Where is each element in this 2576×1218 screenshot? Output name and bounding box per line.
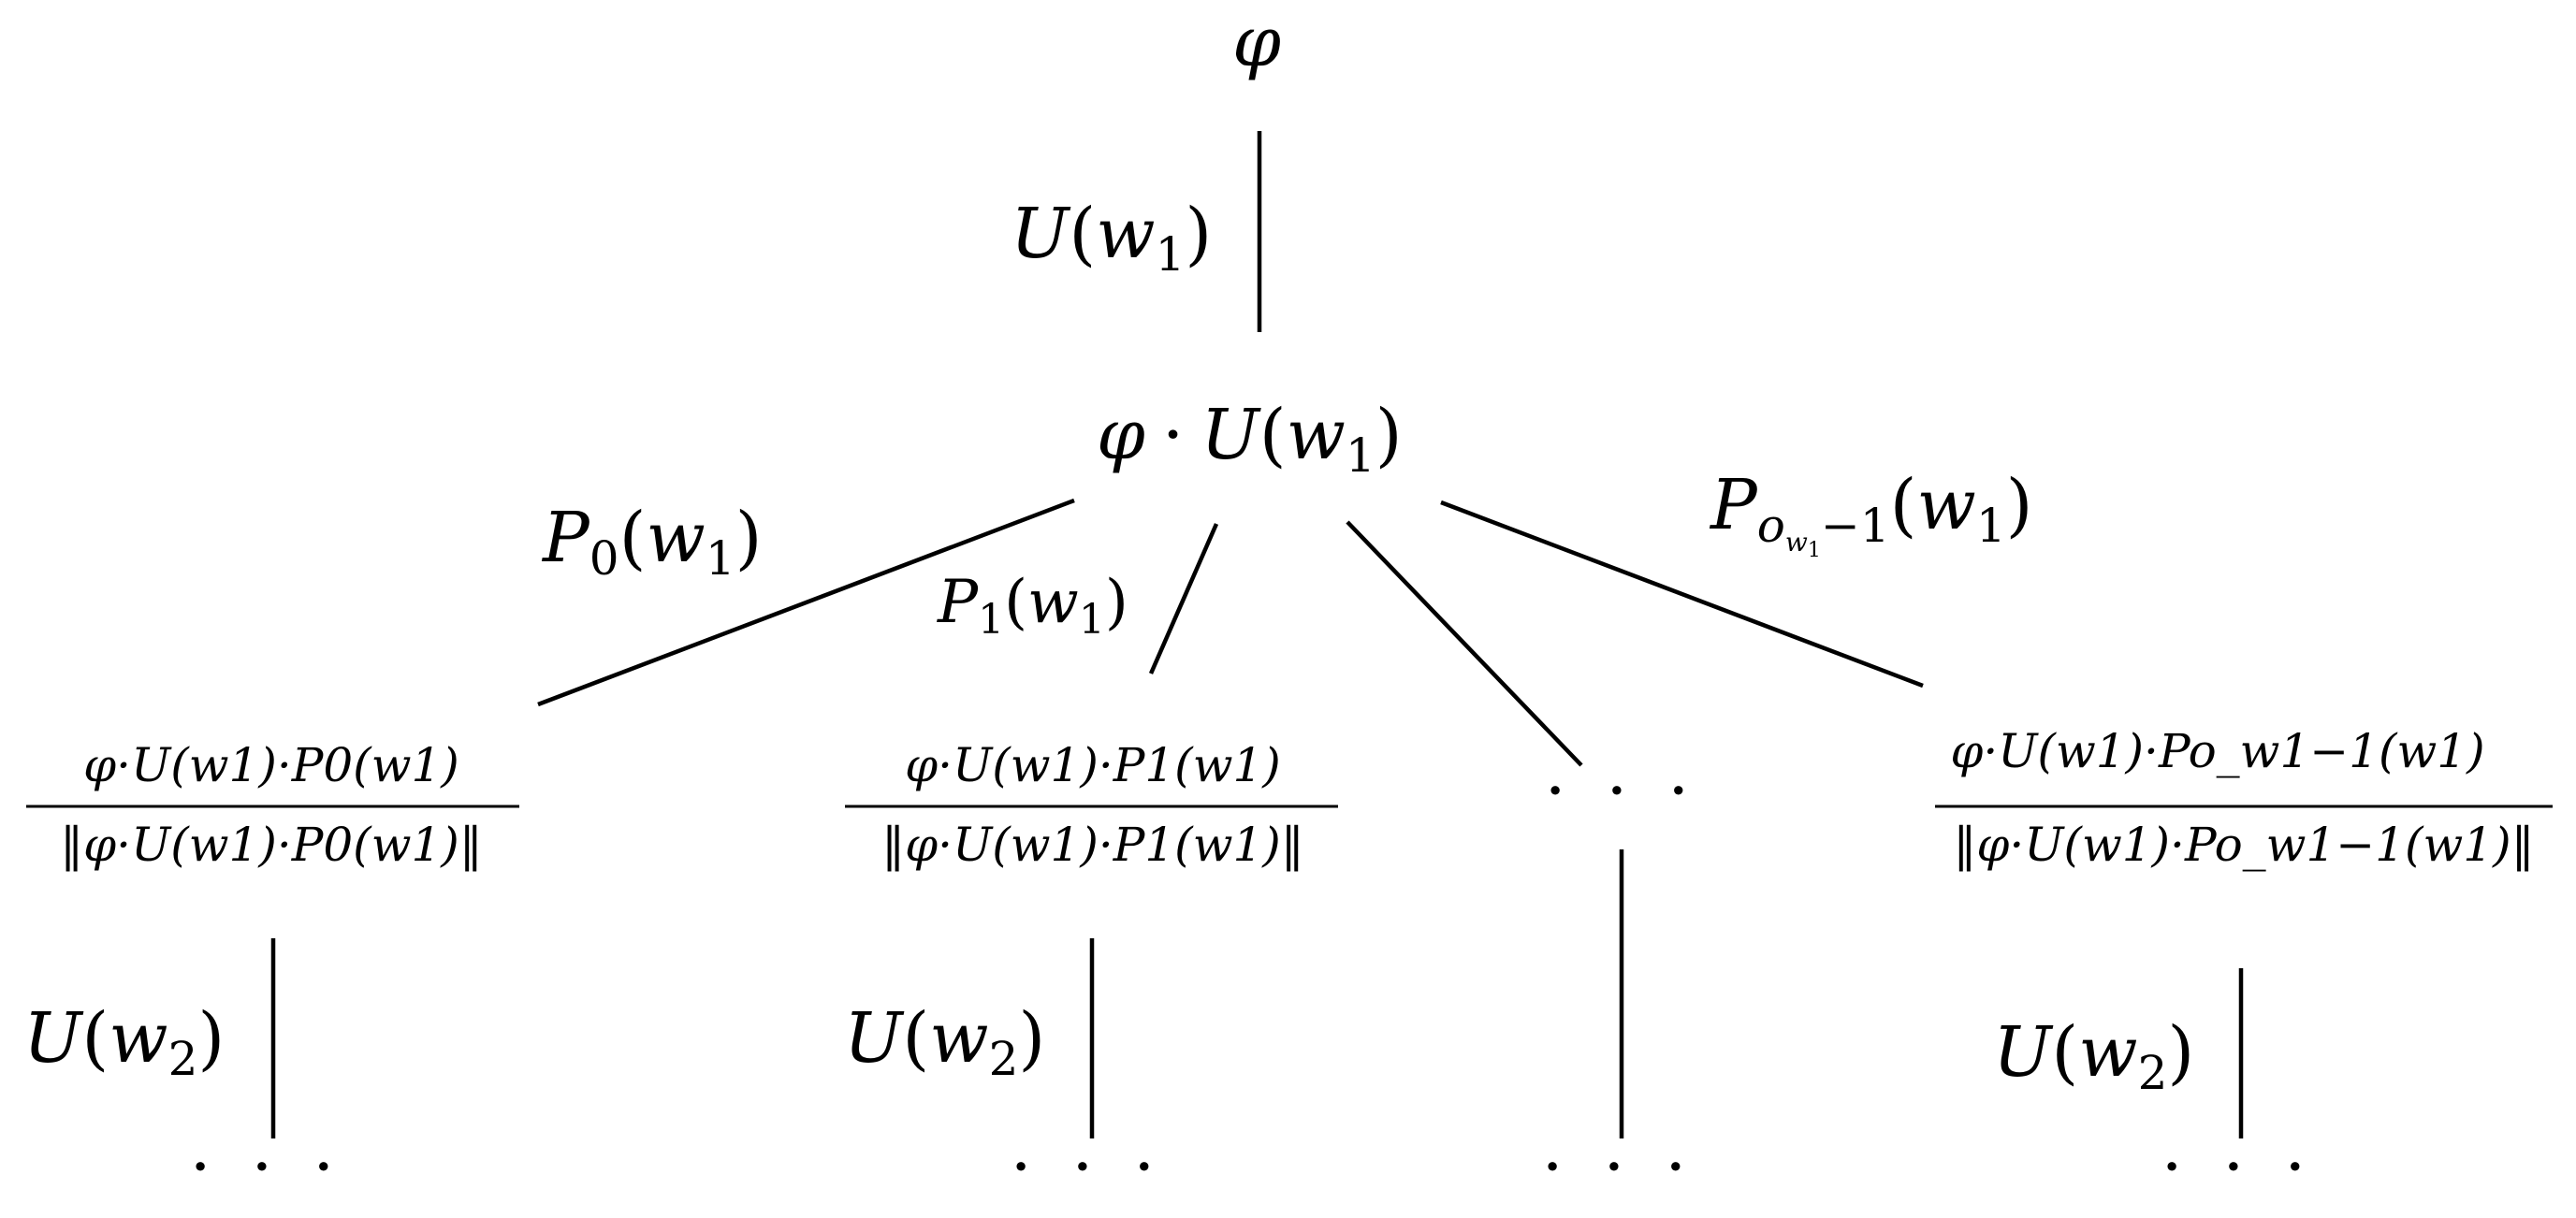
child-last-denominator: ‖φ·U(w1)·Po_w1−1(w1)‖ <box>1953 818 2534 872</box>
level1-node: φ·U(w1) <box>1097 395 1403 483</box>
branch-label-p0: P0(w1) <box>541 498 763 586</box>
level2-label-last: U(w2) <box>1993 1012 2194 1100</box>
child-node-ellipsis: · · · <box>1545 751 1698 830</box>
branch-edge-p1 <box>1148 523 1219 674</box>
bottom-ellipsis-1: · · · <box>1011 1127 1164 1206</box>
bottom-ellipsis-2: · · · <box>1542 1127 1696 1206</box>
branch-label-p1: P1(w1) <box>937 568 1128 644</box>
root-node: φ <box>1232 2 1281 82</box>
child-last-numerator: φ·U(w1)·Po_w1−1(w1) <box>1950 724 2484 778</box>
branch-edge-ellipsis <box>1346 520 1583 767</box>
branch-label-plast: Pow1−1(w1) <box>1709 465 2033 562</box>
level2-label-1: U(w2) <box>844 998 1045 1086</box>
root-edge-label: U(w1) <box>1011 194 1212 282</box>
child-node-0: φ·U(w1)·P0(w1) ‖φ·U(w1)·P0(w1)‖ <box>26 738 519 872</box>
child-1-numerator: φ·U(w1)·P1(w1) <box>905 738 1281 792</box>
child-0-denominator: ‖φ·U(w1)·P0(w1)‖ <box>60 818 483 872</box>
bottom-ellipsis-0: · · · <box>190 1127 343 1206</box>
child-1-denominator: ‖φ·U(w1)·P1(w1)‖ <box>881 818 1304 872</box>
bottom-ellipsis-3: · · · <box>2161 1127 2315 1206</box>
level2-label-0: U(w2) <box>23 998 225 1086</box>
branch-edge-p0 <box>537 498 1075 707</box>
child-0-numerator: φ·U(w1)·P0(w1) <box>83 738 459 792</box>
child-node-last: φ·U(w1)·Po_w1−1(w1) ‖φ·U(w1)·Po_w1−1(w1)… <box>1935 724 2553 872</box>
child-node-1: φ·U(w1)·P1(w1) ‖φ·U(w1)·P1(w1)‖ <box>845 738 1338 872</box>
branch-edge-plast <box>1440 500 1924 689</box>
